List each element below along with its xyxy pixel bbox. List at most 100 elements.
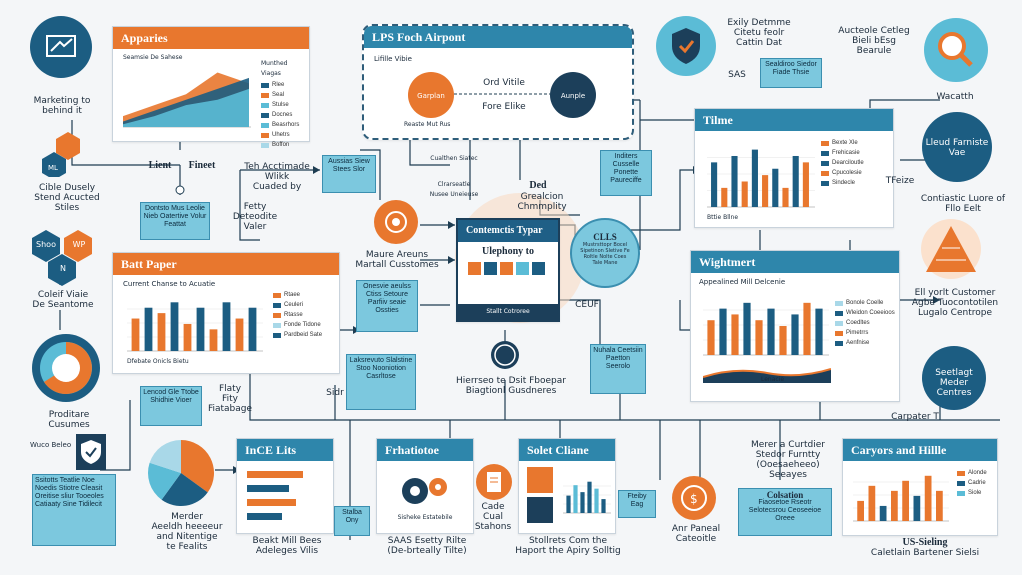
appraries-title: Apparies — [113, 27, 309, 49]
appraries-legend-title: Munthed Viagas — [261, 60, 288, 77]
legend-item: Coedltes — [835, 319, 897, 327]
incetts-bar-chart — [247, 471, 303, 520]
bar-4 — [587, 481, 592, 513]
legend-label: Seal — [272, 92, 285, 98]
center-c5: Grealcion — [520, 192, 564, 202]
weightmert-wave — [703, 368, 831, 383]
legend-swatch — [261, 82, 269, 88]
laps-card: LPS Foch Airpont Lifille Vibie Garplan A… — [362, 24, 634, 140]
hex-c-label: N — [60, 264, 66, 273]
legend-item: Docnes — [261, 111, 307, 119]
legend-swatch — [835, 300, 843, 306]
legend-label: Dearciloutle — [832, 160, 864, 166]
legend-swatch — [957, 490, 965, 496]
pyramid-icon — [921, 219, 981, 279]
hex-icons: ML — [42, 132, 80, 177]
legend-item: Siole — [957, 489, 997, 497]
alert-icon — [527, 467, 553, 493]
legend-label: Pardbeid Sate — [284, 332, 323, 338]
legend-swatch — [835, 310, 843, 316]
center-c4: Ded — [529, 180, 547, 191]
legend-item: Ceuleri — [273, 301, 335, 309]
time-bar-chart — [707, 149, 815, 208]
lencod-box: Lencod Gle Ttobe Shidhie Vioer — [140, 386, 202, 426]
laps-caption: Reaste Mut Rus — [404, 121, 451, 128]
middle-box: Contemctis Typar Ulephony to Stallt Cotr… — [456, 218, 560, 322]
frhatstoe-text: Sisheke Estatebile — [397, 514, 453, 521]
legend-label: Beasrhors — [272, 122, 300, 128]
area-series-3 — [123, 88, 249, 127]
legend-item: Rlee — [261, 81, 307, 89]
nuhala-box: Nuhala Ceetsiin Paetton Seerolo — [590, 344, 646, 394]
laps-node-1[interactable]: Garplan — [408, 72, 454, 118]
bar-6 — [767, 308, 775, 355]
legend-item: Boffon — [261, 141, 307, 149]
laps-node-2[interactable]: Aunple — [550, 72, 596, 118]
legend-label: Siole — [968, 490, 982, 496]
hbar-4 — [247, 513, 282, 520]
legend-label: Fonde Tidone — [284, 322, 321, 328]
legend-swatch — [957, 480, 965, 486]
legend-swatch — [835, 330, 843, 336]
bar-5 — [751, 149, 758, 207]
bar-7 — [779, 326, 787, 355]
legend-label: Ceuleri — [284, 302, 304, 308]
weightmert-title: Wightmert — [691, 251, 899, 273]
legend-label: Rtaee — [284, 292, 301, 298]
legend-swatch — [835, 320, 843, 326]
pie-slice-4 — [149, 440, 181, 473]
bar-9 — [235, 318, 244, 351]
legend-label: Rtasse — [284, 312, 303, 318]
bar-1 — [566, 495, 571, 513]
legend-label: Cpucolesie — [832, 170, 862, 176]
legend-swatch — [273, 292, 281, 298]
top-left-badge — [30, 16, 92, 78]
bar-3 — [731, 155, 738, 207]
bar-7 — [924, 475, 932, 521]
legend-swatch — [957, 470, 965, 476]
legend-label: Sindecle — [832, 180, 856, 186]
best-paper-bar-chart — [127, 302, 263, 352]
legend-label: Bonole Coelle — [846, 300, 884, 306]
legend-label: Pimetrrs — [846, 330, 869, 336]
box-small-a: Aussias Siew Stees Slor — [322, 155, 376, 193]
legend-item: Alonde — [957, 469, 997, 477]
legend-label: Wleidon Coeeioos — [846, 310, 895, 316]
legend-swatch — [821, 160, 829, 166]
legend-label: Frehicasie — [832, 150, 860, 156]
document-icon — [487, 472, 501, 492]
time-card-title: Tilme — [695, 109, 893, 131]
center-c1: Cualthen Siatec — [430, 155, 478, 162]
box-mid-a: Onesvie aeulss Ctiss Setoure Parfiiv sea… — [356, 280, 418, 332]
laps-subtitle: Lifille Vibie — [374, 55, 412, 63]
legend-swatch — [273, 322, 281, 328]
shield-check-icon — [76, 434, 106, 470]
tfeize-label: TFeize — [885, 176, 915, 186]
legend-swatch — [821, 180, 829, 186]
bar-6 — [762, 175, 769, 207]
solet-card: Solet Cliane — [518, 438, 616, 534]
bar-2 — [144, 307, 153, 351]
bar-2 — [868, 485, 876, 521]
legend-item: Beasrhors — [261, 121, 307, 129]
weightmert-bar-chart — [703, 302, 829, 356]
box-mid-b: Laksrevuto Slalstine Stoo Nooniotion Cas… — [346, 354, 416, 410]
appraries-subtitle: Seamsie De Sahese — [123, 54, 183, 61]
center-c3: Nusee Uneieuse — [429, 191, 479, 198]
appraries-card: Apparies Seamsie De Sahese Munthed Viaga… — [112, 26, 310, 148]
hex-b-label: WP — [72, 240, 86, 249]
sas-label: SAS — [728, 70, 746, 80]
lient-label: Lient — [148, 160, 172, 171]
